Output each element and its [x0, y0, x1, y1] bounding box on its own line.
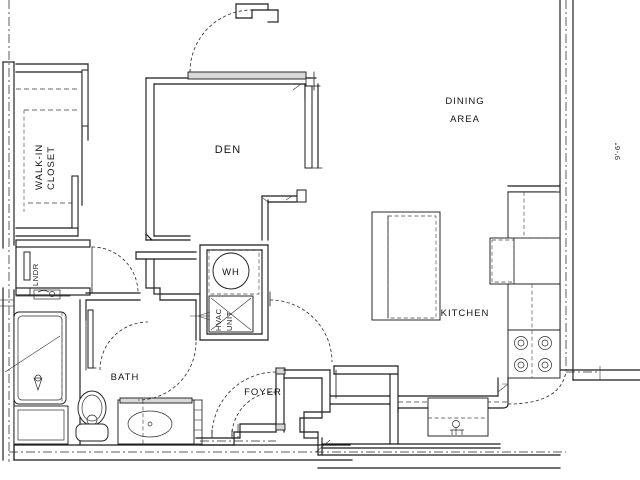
bath-door-swings	[99, 291, 333, 401]
label-walk-in-closet: WALK-IN CLOSET	[34, 144, 57, 190]
kitchen-label: KITCHEN	[441, 308, 490, 319]
den-label: DEN	[215, 144, 242, 156]
laundry-door-swing	[91, 246, 139, 294]
range-cooktop	[507, 329, 561, 379]
walk-in-closet-geometry	[15, 63, 89, 237]
hvac-hatch	[210, 297, 252, 331]
mechanical-closet: WH HVAC UNIT	[190, 244, 269, 341]
laundry-geometry: LNDR	[15, 239, 91, 300]
foyer-geometry	[195, 367, 286, 446]
laundry-label: LNDR	[31, 263, 40, 286]
den-geometry	[145, 71, 323, 241]
right-dimension-text: 9'-6"	[613, 142, 622, 160]
dining-area-label-line2: AREA	[450, 114, 480, 125]
misc-edge-details	[0, 299, 601, 453]
foyer-label: FOYER	[244, 387, 282, 398]
bath-label: BATH	[111, 372, 140, 383]
walk-in-closet-label-line1: WALK-IN	[34, 144, 45, 190]
property-centerlines	[8, 0, 600, 462]
hvac-unit-label-line2: UNIT	[225, 311, 234, 331]
kitchen-sink	[427, 397, 489, 437]
walk-in-closet-label-line2: CLOSET	[46, 146, 57, 190]
hallway-walls	[79, 251, 201, 446]
dining-area-label-line1: DINING	[445, 96, 484, 107]
right-dimension-annotation: 9'-6"	[613, 142, 622, 160]
toilet-fixture	[75, 390, 109, 442]
water-heater-label: WH	[222, 267, 240, 278]
bathroom-geometry	[4, 311, 203, 445]
kitchen-geometry	[321, 185, 567, 449]
vanity-fixture	[117, 397, 203, 445]
hvac-unit-label-line1: HVAC	[214, 308, 223, 331]
den-entry-door-swing	[189, 3, 279, 73]
foyer-kitchen-walls	[283, 365, 399, 456]
